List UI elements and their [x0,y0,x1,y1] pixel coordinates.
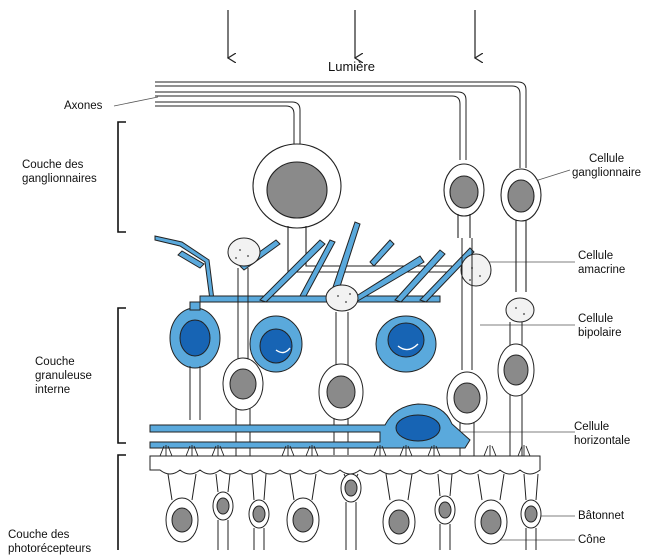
cone-3 [383,474,415,544]
horizontal-cell-label: Cellule horizontale [574,420,630,448]
ganglion-cell-label: Cellule ganglionnaire [572,152,641,180]
horizontal-cell [150,404,470,448]
inner-nuclear-layer-label: Couche granuleuse interne [35,355,92,397]
ganglion-cell-right [501,169,541,292]
bipolar-cell-blue-3 [376,316,436,372]
photoreceptor-layer-bracket [118,455,126,550]
ganglion-layer-label: Couche des ganglionnaires [22,158,97,186]
ganglion-cell-large [253,144,452,272]
layer-brackets [118,122,126,550]
rod-label: Bâtonnet [578,509,624,523]
bipolar-cell-grey-4 [498,322,534,456]
axon-bundle [155,82,526,168]
cone-2 [287,474,319,542]
photoreceptor-terminals [150,445,540,474]
rod-1 [213,474,233,550]
ganglion-layer-bracket [118,122,126,232]
axons-label: Axones [64,99,102,113]
inner-nuclear-layer-bracket [118,308,126,443]
photoreceptor-layer-label: Couche des photorécepteurs [8,528,91,556]
rod-4 [435,474,455,550]
bipolar-cell-blue-2 [250,316,302,372]
ganglion-cell-middle [444,164,484,238]
amacrine-cell-1 [228,238,260,266]
light-label: Lumière [328,60,375,74]
cone-1 [166,474,198,542]
bipolar-cell-grey-2 [319,312,363,455]
amacrine-cell-label: Cellule amacrine [578,249,625,277]
cone-label: Cône [578,533,606,547]
rod-5 [521,474,541,550]
amacrine-cell-4 [506,298,534,322]
rod-3 [341,474,361,550]
bipolar-cell-blue-1 [170,302,220,420]
cone-4 [475,474,507,544]
axons-leader [114,97,158,106]
bipolar-cells-blue [170,302,436,420]
amacrine-cell-2 [326,285,358,311]
bipolar-cell-label: Cellule bipolaire [578,312,621,340]
light-arrows [228,10,475,58]
blue-process-network [155,222,474,302]
amacrine-cell-3 [461,254,491,286]
rod-2 [249,474,269,550]
photoreceptors [166,474,541,550]
